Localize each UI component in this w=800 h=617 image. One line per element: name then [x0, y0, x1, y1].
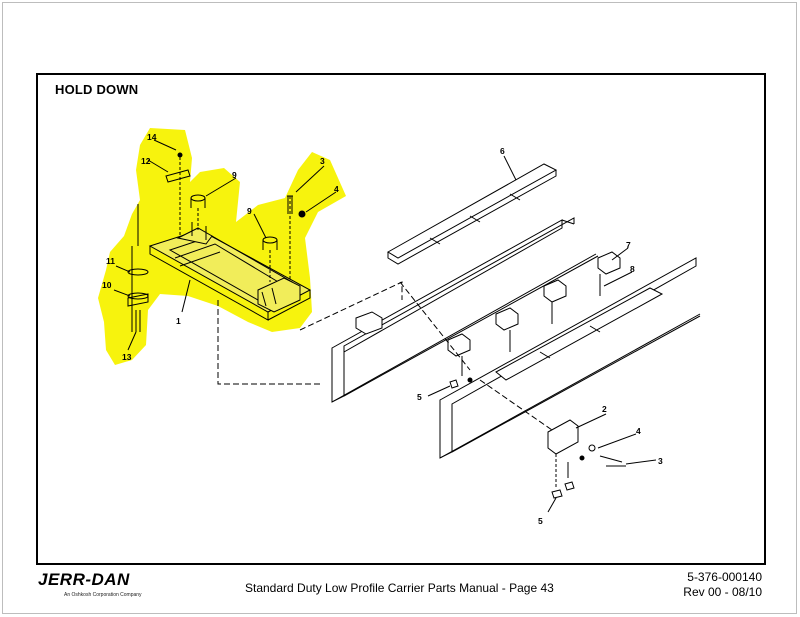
diagram-frame — [36, 73, 766, 565]
page-title: HOLD DOWN — [55, 82, 139, 97]
callout-5-upper: 5 — [417, 392, 422, 402]
callout-5-lower: 5 — [538, 516, 543, 526]
callout-3-upper: 3 — [320, 156, 325, 166]
callout-9-left: 9 — [232, 170, 237, 180]
callout-1: 1 — [176, 316, 181, 326]
revision: Rev 00 - 08/10 — [683, 585, 762, 599]
logo-tagline: An Oshkosh Corporation Company — [64, 592, 142, 598]
callout-4-upper: 4 — [334, 184, 339, 194]
callout-10: 10 — [102, 280, 112, 290]
jerr-dan-logo: JERR-DAN — [38, 570, 130, 589]
callout-14: 14 — [147, 132, 157, 142]
callout-11: 11 — [106, 256, 115, 266]
callout-13: 13 — [122, 352, 132, 362]
callout-9-right: 9 — [247, 206, 252, 216]
callout-12: 12 — [141, 156, 151, 166]
callout-4-lower: 4 — [636, 426, 641, 436]
callout-6: 6 — [500, 146, 505, 156]
callout-2: 2 — [602, 404, 607, 414]
callout-7: 7 — [626, 240, 631, 250]
manual-title: Standard Duty Low Profile Carrier Parts … — [245, 581, 554, 595]
callout-8: 8 — [630, 264, 635, 274]
callout-3-lower: 3 — [658, 456, 663, 466]
document-number: 5-376-000140 — [687, 570, 762, 584]
